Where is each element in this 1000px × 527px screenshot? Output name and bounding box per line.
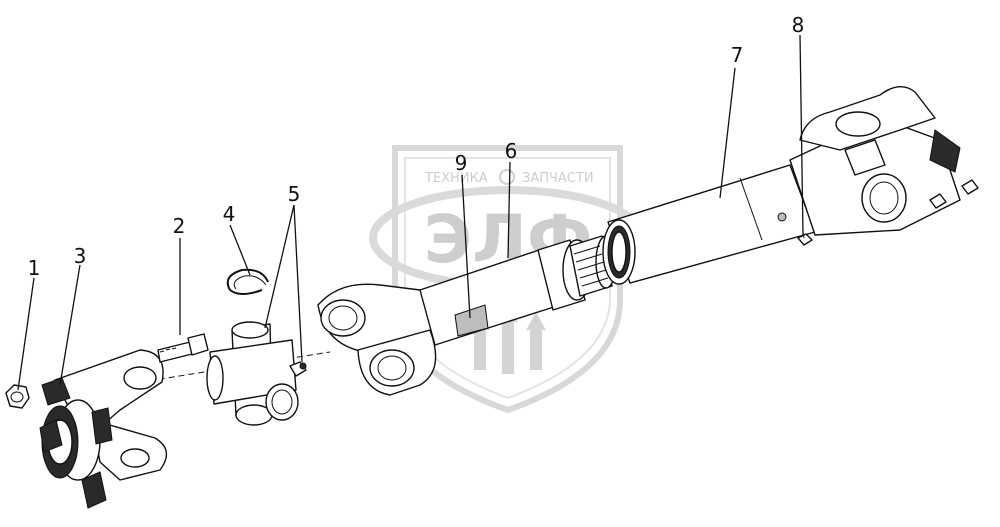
leader-7 — [719, 67, 736, 199]
cross-spider-part — [206, 321, 307, 426]
nut-part — [5, 384, 30, 409]
leader-6 — [507, 161, 511, 259]
snap-ring-part — [226, 268, 269, 295]
leader-5b — [293, 204, 303, 363]
callout-6: 6 — [505, 139, 518, 163]
watermark-text-right: ЗАПЧАСТИ — [522, 171, 594, 186]
tube-yoke-part — [602, 86, 979, 285]
callout-8: 8 — [792, 13, 805, 37]
leader-8 — [799, 34, 804, 236]
slip-yoke-part — [317, 235, 617, 396]
callout-3: 3 — [74, 244, 87, 268]
bolt-part — [157, 333, 209, 363]
callout-numbers: 1 2 3 4 5 6 7 8 9 — [28, 13, 805, 280]
callout-4: 4 — [223, 202, 236, 226]
callout-7: 7 — [731, 43, 744, 67]
leader-1 — [17, 277, 35, 391]
callout-2: 2 — [173, 214, 186, 238]
callout-9: 9 — [455, 151, 468, 175]
watermark-text-left: ТЕХНИКА — [424, 171, 488, 186]
leader-5a — [264, 204, 295, 329]
leader-3 — [59, 264, 81, 386]
callout-1: 1 — [28, 256, 41, 280]
leader-4 — [229, 224, 251, 276]
leader-9 — [461, 174, 471, 319]
flange-yoke-part — [39, 349, 168, 509]
gear-icon — [499, 169, 515, 185]
leader-lines — [17, 34, 804, 391]
callout-5: 5 — [288, 182, 301, 206]
